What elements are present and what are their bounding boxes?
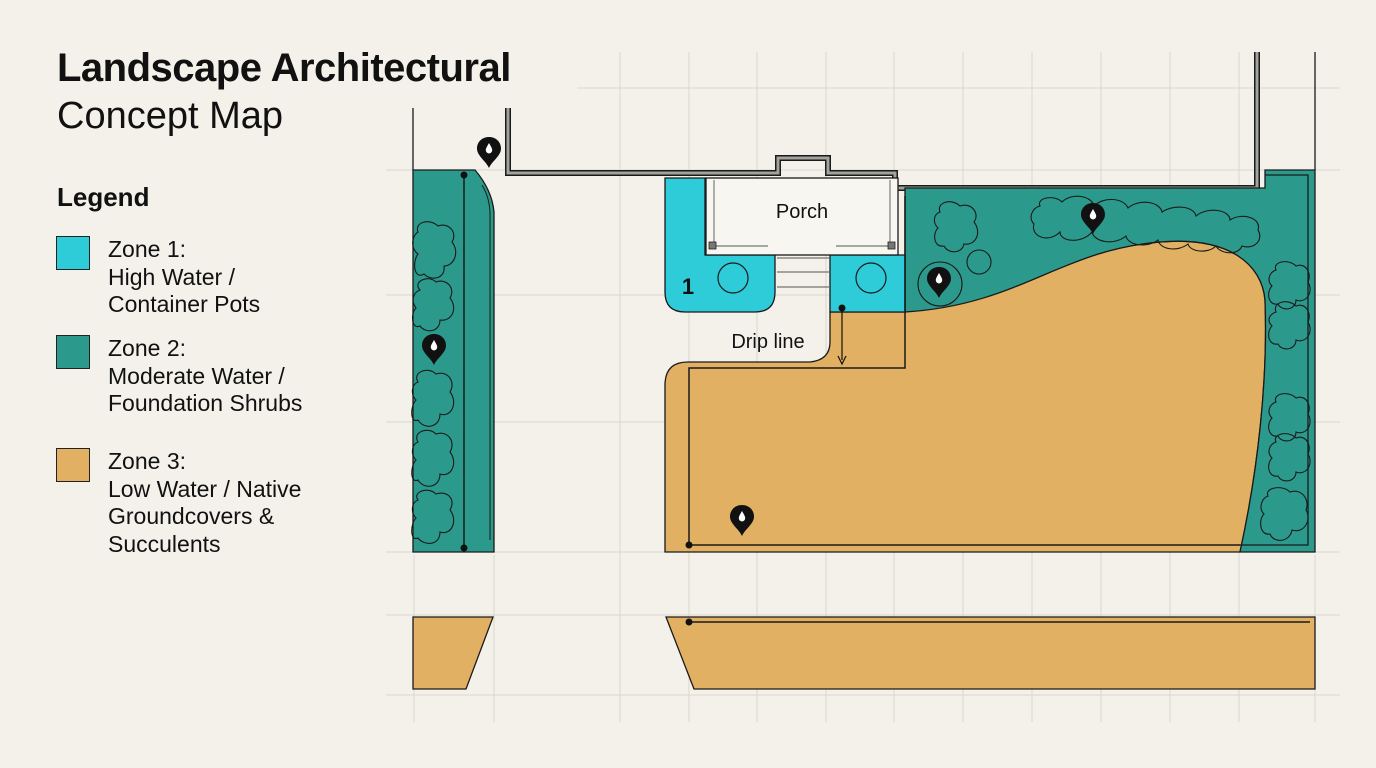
property-boundary (412, 52, 1316, 170)
legend-label-zone-1: Zone 1: High Water / Container Pots (108, 236, 261, 317)
porch (705, 177, 899, 256)
drip-line-zone-2 (1240, 174, 1309, 546)
legend-swatch-zone-3 (56, 448, 90, 482)
container-pot-left (717, 262, 749, 294)
section-right-bed (665, 616, 1316, 690)
page-title: Landscape Architectural (57, 46, 511, 90)
porch-label: Porch (776, 201, 828, 223)
zone-number-label: 1 (682, 274, 694, 299)
section-left-bed (412, 616, 494, 690)
drip-line-label: Drip line (731, 331, 804, 353)
shrub-outlines-right (917, 195, 1311, 541)
porch-steps (777, 257, 829, 288)
page-subtitle: Concept Map (57, 95, 284, 137)
zone-2-left-bed (412, 169, 495, 553)
drip-line-zone-3 (688, 196, 1240, 546)
legend-label-zone-3: Zone 3: Low Water / Native Groundcovers … (108, 448, 302, 557)
drip-emitter-icon (685, 541, 693, 549)
container-pot-right (855, 262, 887, 294)
legend-label-zone-2: Zone 2: Moderate Water / Foundation Shru… (108, 335, 303, 416)
legend-title: Legend (57, 182, 150, 212)
water-drop-pin-icon (477, 137, 501, 168)
zone-2-right-bed (904, 169, 1316, 553)
legend-swatch-zone-2 (56, 335, 90, 369)
drip-line-callout (837, 304, 847, 366)
legend-swatch-zone-1 (56, 236, 90, 270)
shrub-outlines-left (411, 221, 457, 544)
